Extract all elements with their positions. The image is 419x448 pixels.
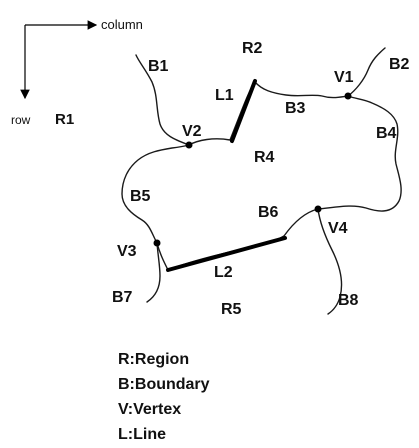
boundary-b1-label: B1 xyxy=(148,58,169,75)
region-r1-label: R1 xyxy=(55,111,74,128)
axis-indicator: column row xyxy=(11,17,143,127)
boundary-b3-label: B3 xyxy=(285,100,306,117)
vertex-v3-label: V3 xyxy=(117,243,137,260)
vertex-v2-label: V2 xyxy=(182,123,202,140)
row-axis-label: row xyxy=(11,113,31,127)
boundary-b7-label: B7 xyxy=(112,289,133,306)
legend-item: L:Line xyxy=(118,426,166,443)
region-r4-label: R4 xyxy=(254,149,275,166)
line-l2 xyxy=(166,236,287,272)
legend-item: B:Boundary xyxy=(118,376,210,393)
boundary-b6-label: B6 xyxy=(258,204,279,221)
column-axis-label: column xyxy=(101,17,143,32)
boundary-b3-curve xyxy=(188,81,349,146)
boundary-b2-label: B2 xyxy=(389,56,410,73)
region-r4-outline xyxy=(121,81,402,271)
boundary-b1-curve xyxy=(135,54,190,146)
line-l1 xyxy=(230,79,257,143)
vertex-v1-label: V1 xyxy=(334,69,354,86)
legend-item: R:Region xyxy=(118,351,189,368)
boundary-b6-curve xyxy=(283,208,319,237)
boundary-b4-curve xyxy=(317,95,402,212)
legend: R:Region B:Boundary V:Vertex L:Line xyxy=(118,351,210,443)
vertex-v3-dot xyxy=(153,239,161,247)
region-r5-label: R5 xyxy=(221,301,242,318)
line-l1-label: L1 xyxy=(215,87,234,104)
boundary-b7-curve xyxy=(146,242,161,303)
boundary-b2-curve xyxy=(347,47,386,97)
region-r2-label: R2 xyxy=(242,40,263,57)
legend-item: V:Vertex xyxy=(118,401,181,418)
vertex-v1-dot xyxy=(344,92,352,100)
boundary-b5-label: B5 xyxy=(130,188,151,205)
boundary-b5-curve xyxy=(121,144,190,244)
line-l2-label: L2 xyxy=(214,264,233,281)
vertex-v4-dot xyxy=(314,205,322,213)
boundary-b4-label: B4 xyxy=(376,125,397,142)
boundary-b8-curve xyxy=(317,208,343,315)
vertex-v2-dot xyxy=(185,141,193,149)
vertex-v4-label: V4 xyxy=(328,220,348,237)
boundary-b8-label: B8 xyxy=(338,292,359,309)
